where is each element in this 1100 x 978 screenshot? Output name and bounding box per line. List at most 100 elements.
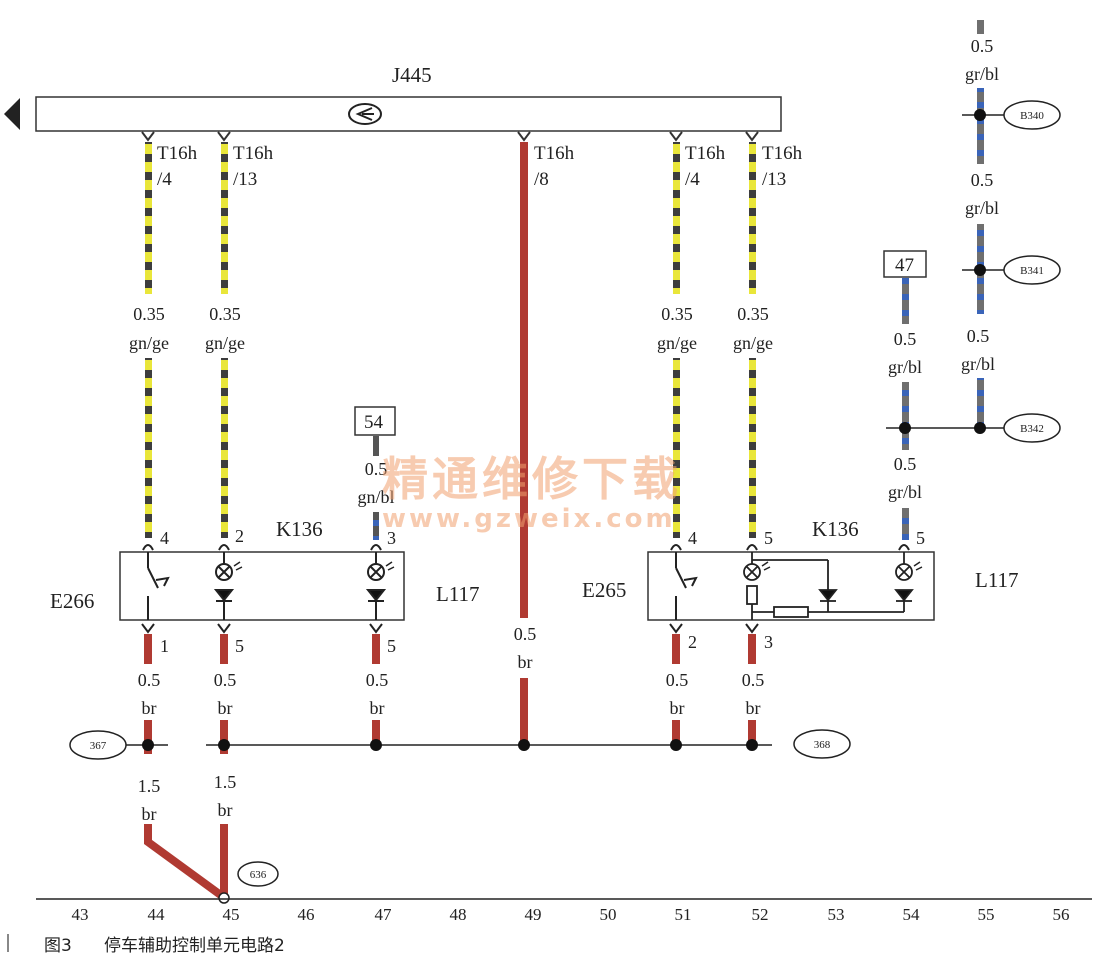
watermark-url: www.gzweix.com: [382, 504, 676, 534]
left-e266-label: E266: [50, 589, 94, 613]
terminal-47-box: [883, 250, 927, 278]
wire-47b-color: gr/bl: [888, 482, 922, 502]
right-e265-label: E265: [582, 578, 626, 602]
wire-br-middle-lower: [520, 678, 528, 744]
scale-50: 50: [600, 905, 617, 924]
right-pin-bot-1: 2: [688, 632, 697, 652]
scale-45: 45: [223, 905, 240, 924]
wire-br-b3: [372, 634, 380, 664]
terminal-47-label: 47: [895, 255, 914, 276]
lamp-diode-left-2-icon: [213, 552, 235, 620]
conn-3-num: /8: [534, 169, 549, 190]
wire-gnge-2-lower: [221, 358, 228, 538]
right-pin-top-1: 4: [688, 528, 697, 548]
conn-2-num: /13: [233, 169, 257, 190]
wire-1-color: gn/ge: [129, 333, 169, 353]
wire-grbl-47-c: [902, 508, 909, 540]
wire-br-b3-lower: [372, 720, 380, 746]
scale-49: 49: [525, 905, 542, 924]
wire-b2-color: br: [218, 698, 233, 718]
left-arrow-icon: [4, 98, 20, 130]
switch-e265-icon: [675, 552, 698, 620]
splice-node-45: [218, 739, 230, 751]
wire-g2-color: br: [218, 800, 233, 820]
ref-b340-oval: [1003, 100, 1061, 130]
wire-4-color: gn/ge: [657, 333, 697, 353]
left-pin-top-2: 2: [235, 526, 244, 546]
light-ray-icons: [233, 561, 923, 571]
caption-figure: 图3: [44, 936, 72, 956]
ref-b341-label: B341: [1020, 265, 1044, 277]
scale-47: 47: [375, 905, 393, 924]
component-box-left: [119, 551, 405, 621]
wire-br-b1: [144, 634, 152, 664]
splice-node-367: [142, 739, 154, 751]
wire-r2-size: 0.5: [971, 170, 994, 190]
wire-br-b2: [220, 634, 228, 664]
ref-368-oval: [793, 729, 851, 759]
scale-53: 53: [828, 905, 845, 924]
wire-r1-color: gr/bl: [965, 64, 999, 84]
wire-gnge-5-lower: [749, 358, 756, 538]
wire-grbl-right-2: [977, 88, 984, 164]
wire-b5-size: 0.5: [742, 670, 765, 690]
wire-mid-color: br: [518, 652, 533, 672]
wire-2-size: 0.35: [209, 304, 241, 324]
wire-g2-size: 1.5: [214, 772, 237, 792]
scale-56: 56: [1053, 905, 1070, 924]
left-pin-bot-1: 1: [160, 636, 169, 656]
wire-grbl-right-1: [977, 20, 984, 34]
wire-br-ground-2: [220, 824, 228, 894]
terminal-54-box: [354, 406, 396, 436]
wire-br-b1-lower: [144, 720, 152, 754]
left-pin-bot-3: 5: [387, 636, 396, 656]
wire-54-size: 0.5: [365, 459, 388, 479]
ref-b342-label: B342: [1020, 423, 1044, 435]
wire-b1-color: br: [142, 698, 157, 718]
module-symbol-arrow-icon: [355, 107, 374, 121]
ref-b341-oval: [1003, 255, 1061, 285]
scale-44: 44: [148, 905, 166, 924]
right-pin-bot-2: 3: [764, 632, 773, 652]
ref-368-label: 368: [814, 739, 831, 751]
splice-node-47: [899, 422, 911, 434]
wire-4-size: 0.35: [661, 304, 693, 324]
module-title: J445: [392, 63, 432, 87]
conn-1-pin: T16h: [157, 143, 198, 164]
wire-r3-color: gr/bl: [961, 354, 995, 374]
pin-entry-arcs: [141, 544, 910, 634]
ref-636-label: 636: [250, 869, 267, 881]
ref-b340-label: B340: [1020, 110, 1044, 122]
splice-node-b341: [974, 264, 986, 276]
wire-br-b5: [748, 634, 756, 664]
scale-51: 51: [675, 905, 692, 924]
wire-br-b4: [672, 634, 680, 664]
wire-gnge-2-upper: [221, 142, 228, 294]
wire-grbl-47-a: [902, 278, 909, 324]
wire-b5-color: br: [746, 698, 761, 718]
ref-636-oval: [237, 861, 279, 887]
ground-point-636: [218, 892, 230, 904]
wire-47-color: gr/bl: [888, 357, 922, 377]
right-pin-top-3: 5: [916, 528, 925, 548]
conn-4-num: /4: [685, 169, 700, 190]
wire-gnbl-54: [373, 436, 379, 456]
scale-55: 55: [978, 905, 995, 924]
wire-47-size: 0.5: [894, 329, 917, 349]
caption-text: 停车辅助控制单元电路2: [104, 936, 285, 956]
wire-5-color: gn/ge: [733, 333, 773, 353]
wire-gnbl-54-lower: [373, 512, 379, 540]
left-pin-bot-2: 5: [235, 636, 244, 656]
conn-5-pin: T16h: [762, 143, 803, 164]
conn-5-num: /13: [762, 169, 786, 190]
wire-b4-color: br: [670, 698, 685, 718]
wire-b2-size: 0.5: [214, 670, 237, 690]
wire-br-middle: [520, 142, 528, 618]
wire-r1-size: 0.5: [971, 36, 994, 56]
wire-gnge-1-upper: [145, 142, 152, 294]
ref-367-oval: [69, 730, 127, 760]
wire-b4-size: 0.5: [666, 670, 689, 690]
left-l117-label: L117: [436, 582, 480, 606]
scale-43: 43: [72, 905, 89, 924]
wire-gnge-4-upper: [673, 142, 680, 294]
